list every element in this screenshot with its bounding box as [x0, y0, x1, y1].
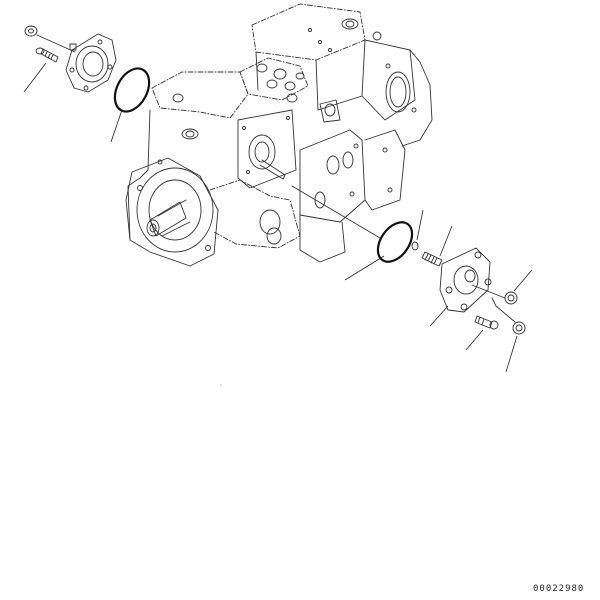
- leader-o-ring-right: [344, 255, 385, 281]
- bolt-right[interactable]: [474, 315, 499, 330]
- cover-flange-top-left[interactable]: [65, 33, 117, 93]
- leader-bolt-top-left: [23, 62, 47, 93]
- center-axis-line: [291, 185, 381, 239]
- o-ring-large-right[interactable]: [371, 216, 419, 268]
- leader-bolt-right: [465, 329, 484, 351]
- stray-mark: [220, 384, 222, 386]
- pump-body[interactable]: [125, 3, 433, 267]
- bolt-top-left[interactable]: [35, 47, 59, 63]
- nut-axis-line: [36, 34, 76, 53]
- leader-cover-right: [429, 305, 449, 327]
- leader-stud: [439, 225, 453, 257]
- o-ring-small[interactable]: [411, 241, 419, 251]
- nut-right-upper[interactable]: [504, 291, 518, 305]
- nut-right-lower[interactable]: [512, 321, 526, 335]
- nut-top-left[interactable]: [24, 25, 38, 37]
- leader-nut-upper: [513, 269, 533, 292]
- leader-o-ring-top: [110, 109, 123, 143]
- figure-number: 00022980: [533, 584, 585, 594]
- stud[interactable]: [421, 251, 443, 267]
- o-ring-large-top[interactable]: [108, 63, 156, 118]
- leader-o-ring-small: [416, 209, 424, 241]
- leader-nut-lower: [505, 335, 518, 373]
- cover-flange-right[interactable]: [439, 247, 516, 323]
